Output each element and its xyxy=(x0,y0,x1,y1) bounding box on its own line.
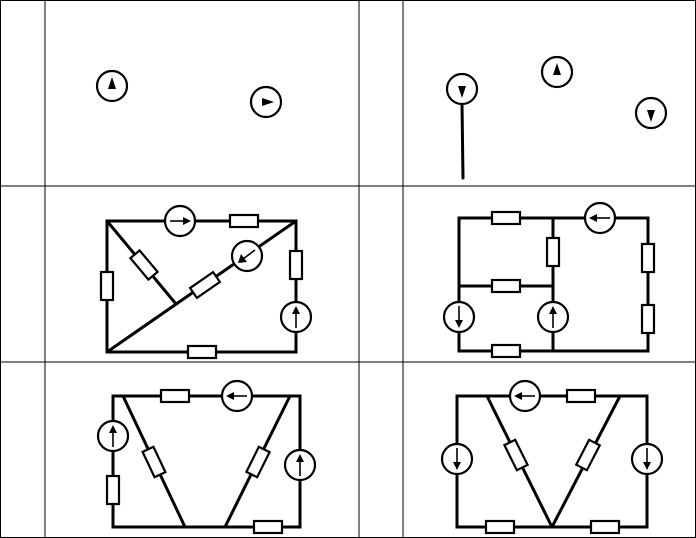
resistor xyxy=(502,438,530,472)
resistor xyxy=(252,519,284,535)
current-source-diagonal-icon xyxy=(230,239,264,273)
current-source-left-icon xyxy=(220,379,254,413)
resistor xyxy=(159,388,191,404)
resistor xyxy=(105,474,121,506)
current-source-left-icon xyxy=(583,201,617,235)
current-source-down-icon xyxy=(630,442,664,476)
resistor xyxy=(128,248,160,282)
resistor xyxy=(565,388,597,404)
current-source-right-icon xyxy=(249,85,283,119)
resistor xyxy=(589,519,621,535)
current-source-down-icon xyxy=(634,96,668,130)
current-source-up-icon xyxy=(279,300,313,334)
resistor xyxy=(141,445,167,479)
current-source-down-icon xyxy=(445,72,479,106)
circuit-cell-1 xyxy=(95,69,283,119)
current-source-up-icon xyxy=(95,69,129,103)
resistor xyxy=(484,519,516,535)
resistor xyxy=(186,344,218,360)
current-source-up-icon xyxy=(540,55,574,89)
resistor xyxy=(574,438,602,472)
current-source-up-icon xyxy=(96,419,130,453)
current-source-left-icon xyxy=(508,379,542,413)
resistor xyxy=(640,303,656,335)
circuit-cell-6 xyxy=(440,379,664,535)
circuit-cell-5 xyxy=(96,379,317,535)
current-source-up-icon xyxy=(536,300,570,334)
current-source-down-icon xyxy=(442,300,476,334)
resistor xyxy=(545,236,561,268)
resistor xyxy=(490,210,522,226)
resistor xyxy=(490,343,522,359)
resistor xyxy=(228,213,260,229)
circuit-cell-4 xyxy=(442,201,656,359)
resistor xyxy=(640,242,656,274)
circuit-cell-2 xyxy=(445,55,668,180)
current-source-right-icon xyxy=(163,204,197,238)
current-source-down-icon xyxy=(440,442,474,476)
current-source-up-icon xyxy=(283,448,317,482)
resistor xyxy=(188,270,222,300)
resistor xyxy=(490,278,522,294)
resistor xyxy=(99,270,115,302)
circuit-cell-3 xyxy=(99,204,313,360)
resistor xyxy=(244,445,272,479)
resistor xyxy=(288,249,304,281)
